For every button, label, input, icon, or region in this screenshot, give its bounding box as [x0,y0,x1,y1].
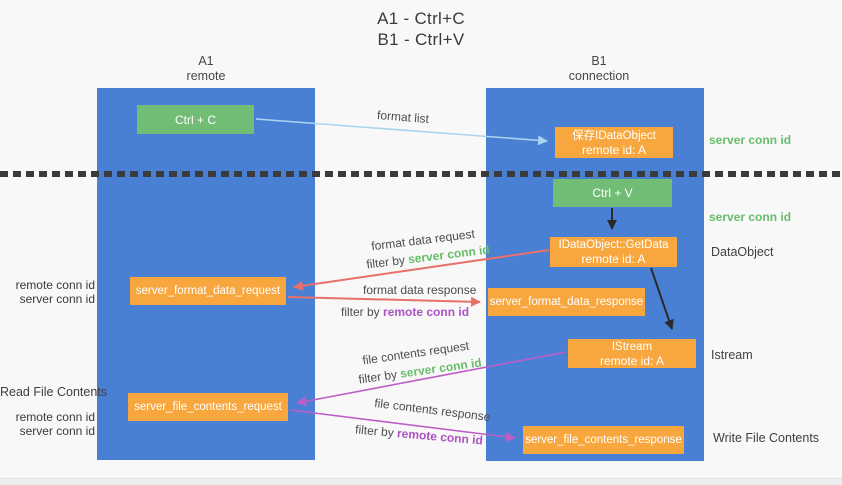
file-contents-response-label: file contents response [373,395,492,425]
filter-by-text-4: filter by [354,422,395,440]
remote-conn-id-left-bottom-label: remote conn id [15,410,95,424]
diagram-title: A1 - Ctrl+C B1 - Ctrl+V [0,8,842,50]
ctrl-v-node: Ctrl + V [553,179,672,207]
ctrl-v-label: Ctrl + V [592,186,633,200]
filter-by-text-3: filter by [357,367,398,387]
dataobject-label: DataObject [711,245,774,259]
save-idataobject-line1: 保存IDataObject [572,129,656,142]
write-file-contents-label: Write File Contents [713,431,820,445]
remote-conn-id-left-top-label: remote conn id [15,278,95,292]
file-response-label: server_file_contents_response [525,434,682,446]
lane-header-a1: A1 remote [146,54,266,84]
save-idataobject-line2: remote id: A [581,142,647,157]
save-idataobject-node: 保存IDataObject remote id: A [555,127,673,158]
lane-b1-title: B1 [591,54,607,68]
lane-b1-subtitle: connection [568,69,630,83]
lane-a1-title: A1 [198,54,214,68]
dotted-separator-line [0,171,842,177]
server-conn-id-right-mid-label: server conn id [709,210,792,224]
lane-a1-subtitle: remote [186,69,226,83]
idataobject-getdata-node: IDataObject::GetData remote id: A [550,237,677,267]
filter-by-text-1: filter by [365,252,406,272]
ctrl-c-node: Ctrl + C [137,105,254,134]
format-data-response-label: format data response [363,283,477,297]
format-list-label: format list [376,107,430,127]
filter-by-text-2: filter by [341,305,380,319]
bottom-edge [0,478,842,485]
format-request-label: server_format_data_request [135,285,281,297]
server-conn-id-left-top-label: server conn id [19,292,95,306]
read-file-contents-label: Read File Contents [0,385,108,399]
server-file-contents-response-node: server_file_contents_response [523,426,684,454]
left-conn-id-stack-bottom: remote conn id server conn id [0,410,95,438]
istream-line2: remote id: A [599,353,665,368]
server-format-data-request-node: server_format_data_request [130,277,286,305]
istream-node: IStream remote id: A [568,339,696,368]
format-response-label: server_format_data_response [489,296,644,308]
format-data-response-arrow [287,296,481,307]
getdata-line2: remote id: A [581,252,646,266]
getdata-line1: IDataObject::GetData [558,239,669,251]
lane-header-b1: B1 connection [539,54,659,84]
istream-line1: IStream [611,340,653,353]
filter-by-remote-conn-id-label-1: filter by remote conn id [341,305,469,319]
filter-by-remote-conn-id-label-2: filter by remote conn id [355,422,484,447]
istream-side-label: Istream [711,348,753,362]
server-format-data-response-node: server_format_data_response [488,288,645,316]
left-conn-id-stack-top: remote conn id server conn id [0,278,95,306]
ctrl-c-label: Ctrl + C [174,112,216,127]
remote-conn-id-text-1: remote conn id [383,305,470,319]
server-conn-id-right-top-label: server conn id [709,133,792,147]
title-line-2: B1 - Ctrl+V [377,30,465,49]
server-conn-id-left-bottom-label: server conn id [19,424,95,438]
remote-conn-id-text-2: remote conn id [396,426,484,448]
file-request-label: server_file_contents_request [134,401,282,413]
server-file-contents-request-node: server_file_contents_request [128,393,288,421]
title-line-1: A1 - Ctrl+C [377,9,465,28]
